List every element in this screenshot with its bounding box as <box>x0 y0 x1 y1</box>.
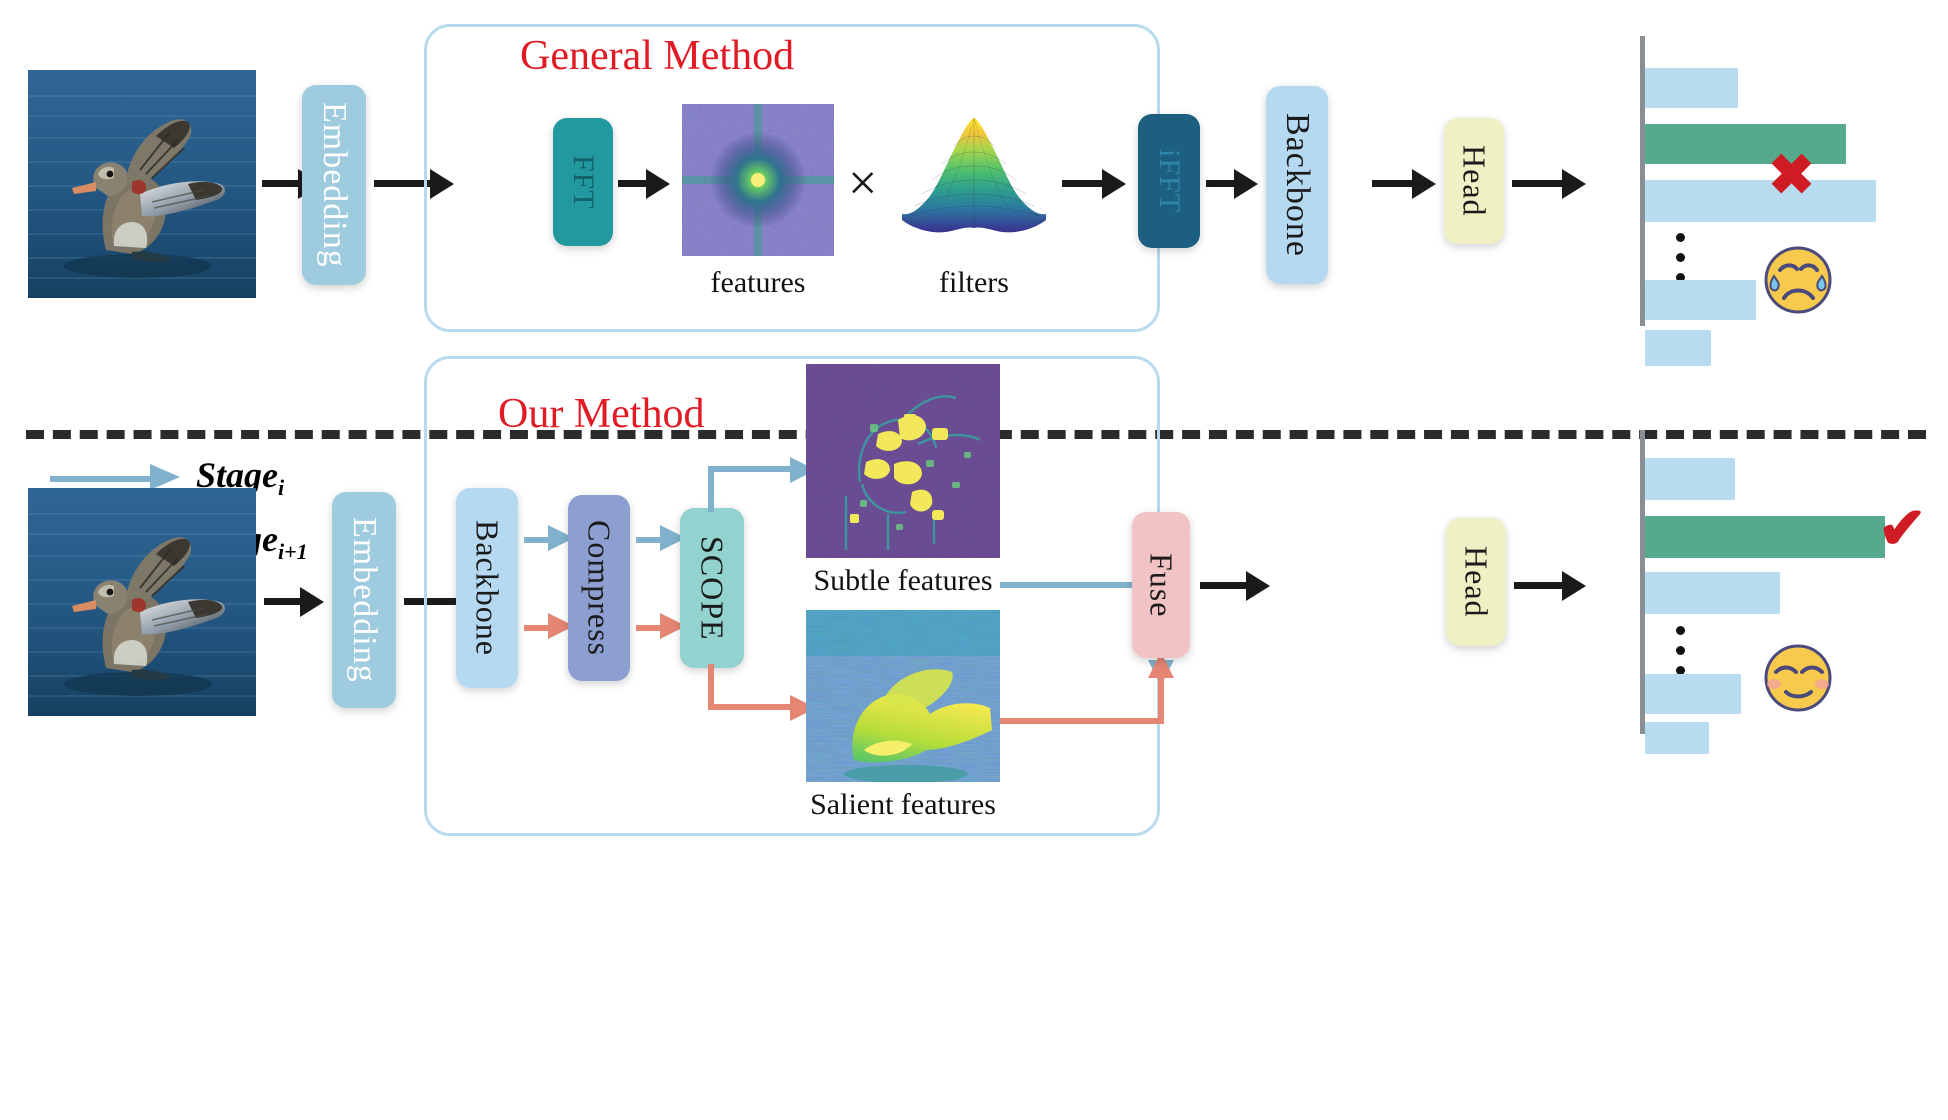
general-result-cross-icon: ✖ <box>1768 145 1815 207</box>
features-image <box>682 104 834 256</box>
general-input-image <box>28 70 256 298</box>
our-head-block[interactable]: Head <box>1446 518 1506 646</box>
bar-top-2 <box>1645 180 1876 222</box>
filters-caption: filters <box>939 266 1009 299</box>
bar-bottom-1-highlight <box>1645 516 1885 558</box>
general-head-block[interactable]: Head <box>1444 118 1504 244</box>
bar-top-0 <box>1645 68 1738 108</box>
fft-label: FFT <box>567 154 600 210</box>
subtle-features-image <box>806 364 1000 558</box>
our-result-check-icon: ✔ <box>1878 496 1927 561</box>
duck-photo-svg <box>28 70 256 298</box>
our-method-title: Our Method <box>498 391 705 437</box>
general-embedding-label: Embedding <box>316 102 353 268</box>
features-caption: features <box>710 266 806 299</box>
gaussian-surface-svg <box>902 117 1046 233</box>
general-method-chart <box>1600 28 1900 366</box>
our-input-image <box>28 488 256 716</box>
bar-bottom-2 <box>1645 572 1780 614</box>
general-backbone-block[interactable]: Backbone <box>1266 86 1328 284</box>
compress-block[interactable]: Compress <box>568 495 630 681</box>
our-head-label: Head <box>1458 546 1495 618</box>
ifft-label: iFFT <box>1153 148 1186 214</box>
general-embedding-block[interactable]: Embedding <box>302 85 366 285</box>
general-method-title: General Method <box>520 33 795 79</box>
bar-bottom-4 <box>1645 722 1709 754</box>
duck-photo-svg-2 <box>28 488 256 716</box>
our-embedding-block[interactable]: Embedding <box>332 492 396 708</box>
our-method-chart <box>1600 430 1900 754</box>
salient-features-caption: Salient features <box>810 788 996 821</box>
scope-label: SCOPE <box>694 535 731 641</box>
compress-label: Compress <box>581 520 618 656</box>
subtle-feature-map-svg <box>806 364 1000 558</box>
our-result-emoji <box>1756 638 1840 718</box>
chart-ellipsis-top <box>1676 233 1685 282</box>
chart-ellipsis-bottom <box>1676 626 1685 675</box>
fft-spectrum-svg <box>682 104 834 256</box>
chart-axis-top <box>1640 36 1645 326</box>
relieved-face-icon <box>1764 644 1832 712</box>
ifft-block[interactable]: iFFT <box>1138 114 1200 248</box>
fuse-label: Fuse <box>1143 552 1180 618</box>
filters-image <box>898 110 1050 238</box>
bar-top-3 <box>1645 280 1756 320</box>
general-backbone-label: Backbone <box>1279 113 1316 257</box>
legend-stage-i1-sub: i+1 <box>278 539 308 565</box>
chart-axis-bottom <box>1640 430 1645 734</box>
multiply-symbol: × <box>848 155 878 212</box>
general-head-label: Head <box>1456 145 1493 217</box>
bar-bottom-0 <box>1645 458 1735 500</box>
crying-face-icon <box>1764 246 1832 314</box>
legend-stage-i-sub: i <box>278 475 285 501</box>
salient-feature-map-svg <box>806 610 1000 782</box>
our-embedding-label: Embedding <box>346 517 383 683</box>
subtle-features-caption: Subtle features <box>813 564 993 597</box>
our-backbone-label: Backbone <box>469 520 506 656</box>
fft-block[interactable]: FFT <box>553 118 613 246</box>
bar-top-4 <box>1645 330 1711 366</box>
bar-bottom-3 <box>1645 674 1741 714</box>
fuse-block[interactable]: Fuse <box>1132 512 1190 658</box>
bar-top-1-highlight <box>1645 124 1846 164</box>
scope-block[interactable]: SCOPE <box>680 508 744 668</box>
general-result-emoji <box>1756 240 1840 320</box>
salient-features-image <box>806 610 1000 782</box>
our-backbone-block[interactable]: Backbone <box>456 488 518 688</box>
